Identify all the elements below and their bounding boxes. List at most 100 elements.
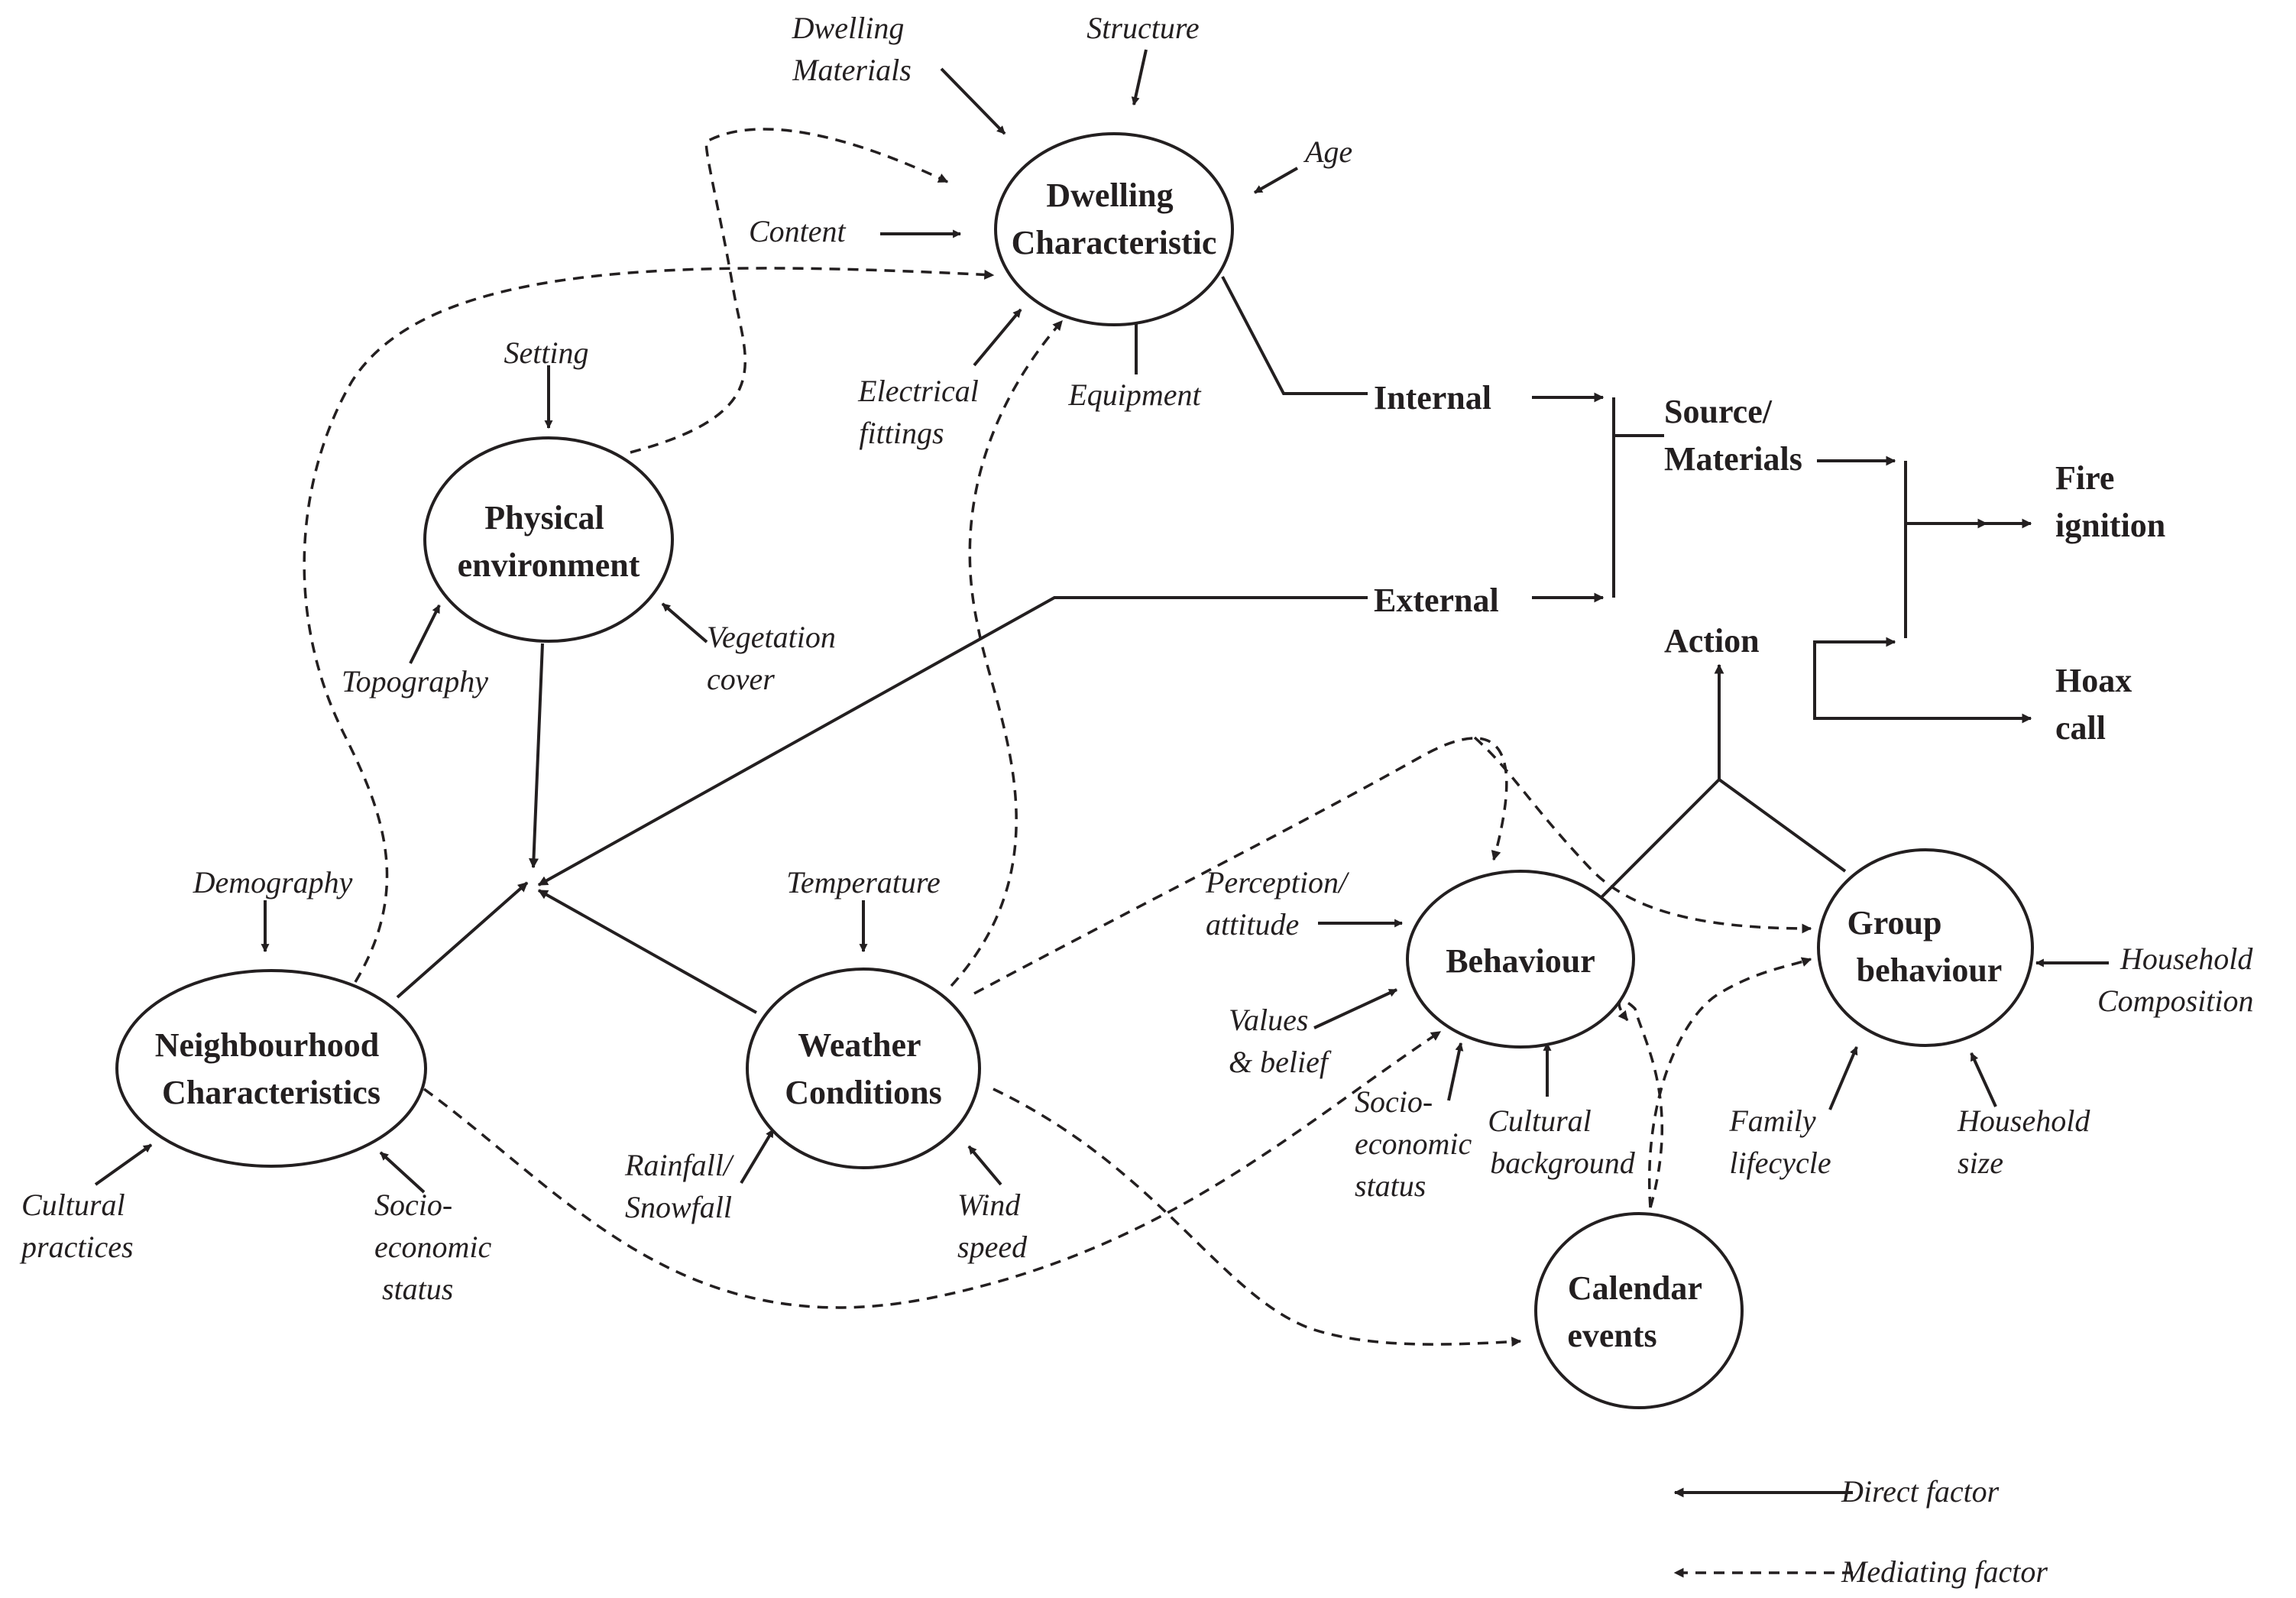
factor-label-line: Family bbox=[1728, 1104, 1816, 1138]
weather-to-hub bbox=[537, 889, 757, 1014]
fire-bracket bbox=[1904, 461, 1987, 638]
factor-label-line: size bbox=[1958, 1146, 2003, 1180]
outcomes: Internal External Source/ Materials Acti… bbox=[1374, 379, 2165, 747]
factor-age: Age bbox=[1303, 135, 1352, 169]
factor-label-line: Structure bbox=[1086, 11, 1199, 45]
action-loop bbox=[1813, 637, 1896, 718]
arrow-electrical bbox=[973, 308, 1022, 367]
label-internal: Internal bbox=[1374, 379, 1491, 417]
factor-label-line: Materials bbox=[792, 53, 912, 87]
arrow-topography bbox=[409, 605, 441, 664]
node-neighbourhood-characteristics: Neighbourhood Characteristics bbox=[115, 969, 427, 1168]
mediating-weather-to-dwelling bbox=[950, 319, 1064, 987]
factor-household-size: Household size bbox=[1957, 1104, 2097, 1180]
factor-temperature: Temperature bbox=[786, 865, 940, 899]
legend-direct-label: Direct factor bbox=[1841, 1474, 2000, 1509]
factor-household-composition: Household Composition bbox=[2097, 942, 2260, 1018]
node-behaviour-line1: Behaviour bbox=[1446, 942, 1595, 980]
arrow-wind bbox=[967, 1145, 1002, 1186]
svg-text:Weather Conditions: Weather Conditions bbox=[785, 1026, 941, 1111]
label-external: External bbox=[1374, 582, 1499, 619]
factor-label-line: Topography bbox=[342, 664, 488, 699]
label-fire-ignition: Fire ignition bbox=[2055, 459, 2165, 544]
factor-setting: Setting bbox=[504, 335, 588, 370]
factor-label-line: Socio- bbox=[1355, 1084, 1433, 1119]
factor-label-line: Values bbox=[1229, 1003, 1308, 1037]
factor-topography: Topography bbox=[342, 664, 488, 699]
mediating-weather-to-calendar bbox=[993, 1087, 1522, 1347]
node-calendar-line2: events bbox=[1567, 1317, 1656, 1354]
factor-wind-speed: Wind speed bbox=[957, 1188, 1028, 1264]
factor-structure: Structure bbox=[1086, 11, 1199, 45]
node-physical-line2: environment bbox=[458, 546, 640, 584]
arrow-dwelling-materials bbox=[940, 67, 1006, 135]
factor-label-line: lifecycle bbox=[1729, 1146, 1831, 1180]
label-fire-line2: ignition bbox=[2055, 507, 2165, 544]
factor-label-line: Wind bbox=[957, 1188, 1021, 1222]
node-weather-conditions: Weather Conditions bbox=[746, 968, 981, 1169]
svg-text:Group behaviour: Group behaviour bbox=[1847, 904, 2003, 989]
node-calendar-events: Calendar events bbox=[1534, 1212, 1744, 1409]
node-physical-environment: Physical environment bbox=[423, 436, 674, 643]
factor-label-line: Composition bbox=[2097, 984, 2253, 1018]
arrow-vegetation bbox=[661, 602, 708, 643]
svg-text:Physical environment: Physical environment bbox=[458, 499, 640, 584]
node-weather-line2: Conditions bbox=[785, 1074, 941, 1111]
node-weather-line1: Weather bbox=[798, 1026, 921, 1064]
mediating-behaviour-to-group bbox=[1473, 736, 1812, 934]
behaviour-group-to-action bbox=[1595, 777, 1847, 903]
arrow-rainfall bbox=[740, 1128, 775, 1185]
to-hoax-call bbox=[1813, 692, 2032, 724]
factor-label-line: Equipment bbox=[1067, 378, 1201, 412]
direct-paths bbox=[396, 276, 2032, 1578]
factor-label-line: economic bbox=[374, 1230, 492, 1264]
arrow-values bbox=[1313, 988, 1397, 1029]
factor-label-line: Rainfall/ bbox=[624, 1148, 735, 1182]
factor-label-line: fittings bbox=[859, 416, 944, 450]
physical-to-hub bbox=[528, 643, 544, 869]
factor-label-line: Setting bbox=[504, 335, 588, 370]
node-dwelling-characteristic: Dwelling Characteristic bbox=[994, 132, 1234, 326]
label-hoax-line1: Hoax bbox=[2055, 662, 2132, 699]
label-source-materials: Source/ Materials bbox=[1664, 393, 1802, 478]
factor-label-line: speed bbox=[957, 1230, 1028, 1264]
svg-text:Behaviour: Behaviour bbox=[1446, 942, 1595, 980]
mediating-calendar-to-group bbox=[1648, 957, 1812, 1208]
factor-content: Content bbox=[749, 214, 847, 248]
factor-family-lifecycle: Family lifecycle bbox=[1728, 1104, 1831, 1180]
factor-label-line: status bbox=[1355, 1169, 1426, 1203]
arrow-beh-socio bbox=[1447, 1042, 1464, 1101]
node-group-behaviour: Group behaviour bbox=[1817, 848, 2034, 1047]
factor-label-line: Household bbox=[2120, 942, 2253, 976]
label-fire-line1: Fire bbox=[2055, 459, 2114, 497]
arrow-age bbox=[1254, 167, 1298, 194]
node-group-line2: behaviour bbox=[1857, 951, 2003, 989]
mediating-neighbourhood-to-behaviour bbox=[423, 1030, 1442, 1309]
node-calendar-line1: Calendar bbox=[1568, 1269, 1702, 1307]
arrow-neigh-socio bbox=[379, 1151, 426, 1194]
arrow-cultural-practices bbox=[94, 1143, 153, 1186]
factor-label-line: economic bbox=[1355, 1126, 1472, 1161]
factor-label-line: attitude bbox=[1206, 907, 1299, 942]
factor-arrows bbox=[94, 49, 2109, 1194]
mediating-neighbourhood-to-dwelling bbox=[303, 267, 995, 983]
factor-label-line: cover bbox=[707, 662, 775, 696]
factor-labels: Dwelling Materials Structure Age Content… bbox=[19, 11, 2260, 1306]
factor-label-line: Temperature bbox=[786, 865, 940, 899]
label-hoax-line2: call bbox=[2055, 709, 2106, 747]
factor-label-line: Demography bbox=[193, 865, 353, 899]
factor-label-line: Socio- bbox=[374, 1188, 452, 1222]
factor-label-line: Vegetation bbox=[707, 620, 836, 654]
svg-text:Neighbourhood Characte: Neighbourhood Characteristics bbox=[155, 1026, 387, 1111]
node-neighbourhood-line1: Neighbourhood bbox=[155, 1026, 379, 1064]
label-action: Action bbox=[1664, 622, 1760, 660]
svg-text:Calendar events: Calendar events bbox=[1567, 1269, 1710, 1354]
svg-text:Dwelling Characteristi: Dwelling Characteristic bbox=[1012, 177, 1217, 261]
factor-label-line: Age bbox=[1303, 135, 1352, 169]
node-physical-line1: Physical bbox=[484, 499, 604, 536]
external-line bbox=[537, 596, 1368, 887]
nodes: Dwelling Characteristic Physical environ… bbox=[115, 132, 2034, 1409]
mediating-physical-to-dwelling bbox=[630, 128, 949, 454]
factor-label-line: Cultural bbox=[21, 1188, 125, 1222]
